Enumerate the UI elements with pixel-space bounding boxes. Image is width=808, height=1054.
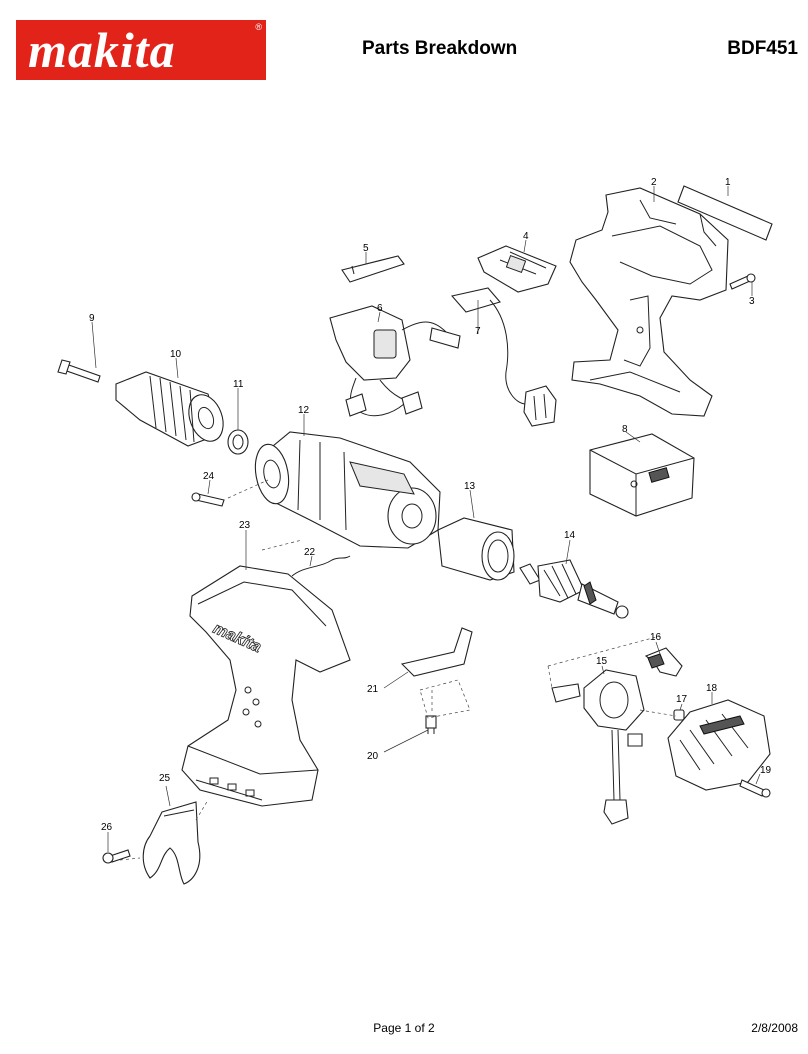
part-10-chuck	[115, 371, 224, 447]
makita-logo: makita ®	[16, 20, 266, 80]
leader-lines	[91, 186, 761, 861]
page-title: Parts Breakdown	[362, 38, 518, 59]
part-2-housing	[569, 187, 729, 417]
part-4-terminal	[477, 245, 557, 293]
part-label-20: 20	[367, 751, 379, 762]
logo-text: makita	[28, 22, 176, 78]
part-label-4: 4	[523, 231, 529, 242]
part-9-bolt	[57, 359, 101, 383]
part-label-7: 7	[475, 326, 481, 337]
model-number: BDF451	[727, 38, 798, 59]
part-number-labels: 1 2 3 4 5 6 7 8 9 10 11 12 13 14 15 16 1…	[89, 177, 772, 833]
part-label-16: 16	[650, 632, 662, 643]
part-21-bracket	[400, 627, 473, 719]
part-label-11: 11	[233, 379, 244, 390]
part-label-9: 9	[89, 313, 95, 324]
part-26-screw	[102, 849, 131, 864]
part-label-5: 5	[363, 243, 369, 254]
part-label-19: 19	[760, 765, 772, 776]
part-label-22: 22	[304, 547, 316, 558]
part-label-3: 3	[749, 296, 755, 307]
part-8-controller	[589, 433, 695, 517]
part-label-6: 6	[377, 303, 383, 314]
part-label-18: 18	[706, 683, 718, 694]
part-14-armature	[519, 559, 629, 619]
part-11-washer	[227, 429, 249, 455]
part-17-brush	[673, 709, 685, 721]
part-label-25: 25	[159, 773, 171, 784]
part-label-17: 17	[676, 694, 688, 705]
part-16-clip	[644, 647, 683, 677]
part-22-clip	[261, 539, 351, 577]
part-label-14: 14	[564, 530, 576, 541]
registered-mark: ®	[255, 22, 262, 32]
part-label-26: 26	[101, 822, 113, 833]
part-13-magnet	[437, 517, 515, 581]
part-label-23: 23	[239, 520, 251, 531]
part-19-screw	[739, 779, 771, 798]
part-label-12: 12	[298, 405, 310, 416]
part-label-24: 24	[203, 471, 215, 482]
part-1-nameplate	[677, 185, 773, 241]
part-label-1: 1	[725, 177, 731, 188]
part-7-led	[450, 287, 557, 427]
document-date: 2/8/2008	[751, 1021, 798, 1035]
part-15-brush-holder	[551, 669, 645, 825]
part-25-belt-hook	[142, 801, 201, 885]
part-label-2: 2	[651, 177, 657, 188]
part-6-switch	[329, 305, 461, 417]
part-label-21: 21	[367, 684, 379, 695]
part-3-screw	[729, 273, 756, 290]
part-18-rear-cover	[667, 699, 771, 791]
part-23-housing-set: makita	[181, 565, 351, 807]
part-label-8: 8	[622, 424, 628, 435]
part-24-screw	[191, 492, 225, 507]
part-label-15: 15	[596, 656, 608, 667]
part-label-13: 13	[464, 481, 476, 492]
part-12-gear-assembly	[254, 431, 441, 549]
part-5-plate	[341, 255, 405, 283]
part-label-10: 10	[170, 349, 182, 360]
page-indicator: Page 1 of 2	[373, 1021, 435, 1035]
part-20-screw	[425, 715, 437, 734]
